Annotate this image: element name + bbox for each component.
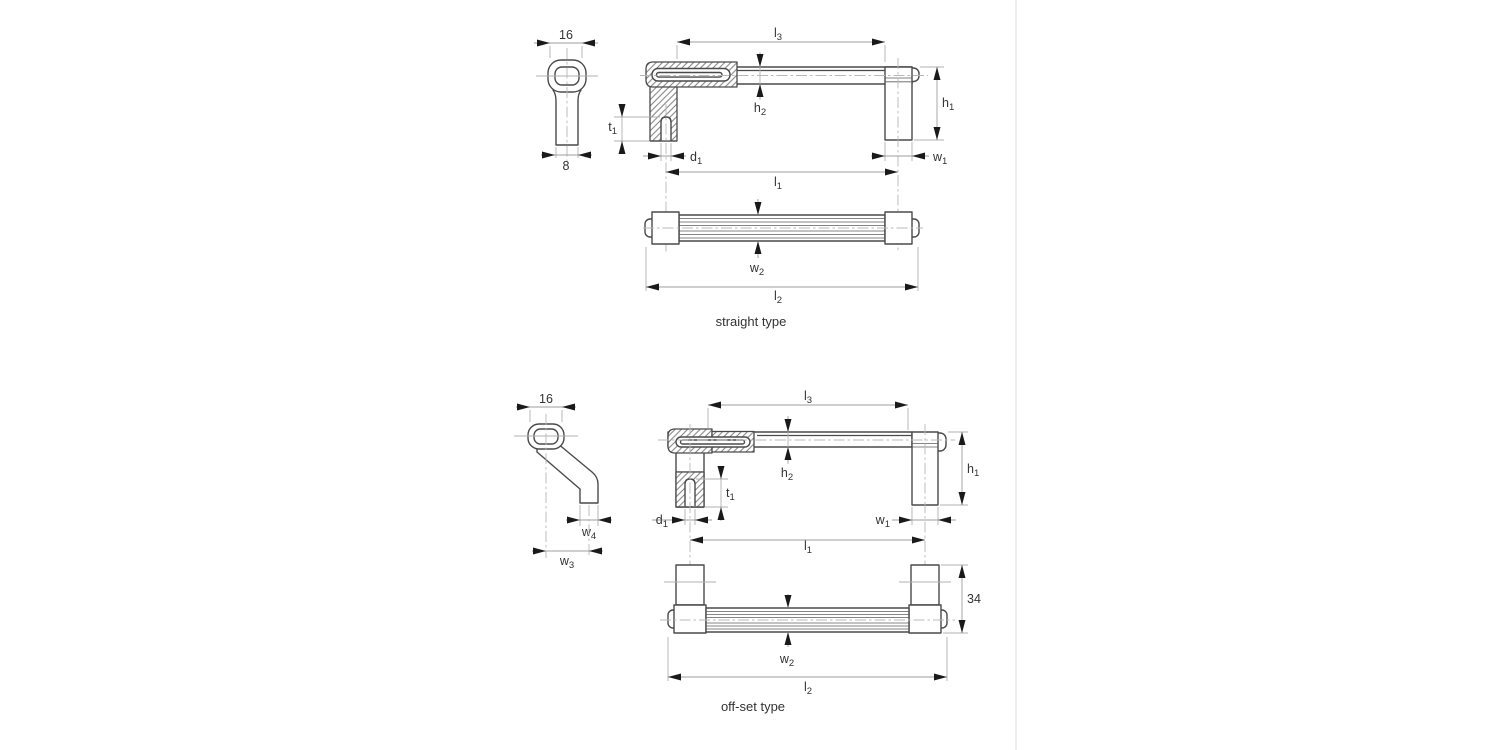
dim-label-h1-offset: h1 xyxy=(967,462,979,479)
plan-right-upper-block xyxy=(910,564,940,606)
caption-offset-type: off-set type xyxy=(721,699,785,714)
dim-label-8-straight: 8 xyxy=(563,159,570,173)
dim-label-34: 34 xyxy=(967,592,981,606)
straight-side-view: 16 8 xyxy=(534,28,598,173)
dim-label-l1-straight: l1 xyxy=(774,175,782,192)
dim-label-w4: w4 xyxy=(581,525,596,542)
straight-front-view: l3 h2 t1 d1 w1 xyxy=(608,26,954,252)
offset-leg-profile xyxy=(536,442,599,504)
dim-label-16-offset: 16 xyxy=(539,392,553,406)
dim-label-w3: w3 xyxy=(559,554,574,571)
sleeve-pin xyxy=(655,71,723,78)
dim-label-l3-offset: l3 xyxy=(804,389,812,406)
dim-label-w2-straight: w2 xyxy=(749,261,764,278)
offset-plan-view: 34 w2 l2 xyxy=(660,564,981,697)
dim-label-16-straight: 16 xyxy=(559,28,573,42)
plan-right-block xyxy=(908,604,942,634)
caption-straight-type: straight type xyxy=(716,314,787,329)
dim-label-l2-straight: l2 xyxy=(774,289,782,306)
straight-type-drawing: 16 8 xyxy=(534,26,954,329)
sleeve-pin xyxy=(679,439,746,445)
dim-label-h1-straight: h1 xyxy=(942,96,954,113)
dim-label-w2-offset: w2 xyxy=(779,652,794,669)
dim-label-w1-offset: w1 xyxy=(875,513,890,530)
dim-label-d1-offset: d1 xyxy=(656,513,668,530)
offset-front-view: l3 h2 t1 d1 w1 xyxy=(652,389,979,612)
right-leg xyxy=(884,66,913,141)
offset-side-view: 16 w4 w3 xyxy=(514,392,612,571)
dim-label-t1-straight: t1 xyxy=(608,120,617,137)
plan-left-block xyxy=(673,604,707,634)
straight-plan-view: w2 l2 xyxy=(643,199,923,306)
dim-label-l1-offset: l1 xyxy=(804,539,812,556)
dim-label-l3-straight: l3 xyxy=(774,26,782,43)
dim-label-t1-offset: t1 xyxy=(726,486,735,503)
dim-label-h2-straight: h2 xyxy=(754,101,766,118)
dim-label-d1-straight: d1 xyxy=(690,150,702,167)
dim-label-l2-offset: l2 xyxy=(804,680,812,697)
plan-left-upper-block xyxy=(675,564,705,606)
offset-type-drawing: 16 w4 w3 xyxy=(514,389,981,714)
dim-label-h2-offset: h2 xyxy=(781,466,793,483)
dim-label-w1-straight: w1 xyxy=(932,150,947,167)
